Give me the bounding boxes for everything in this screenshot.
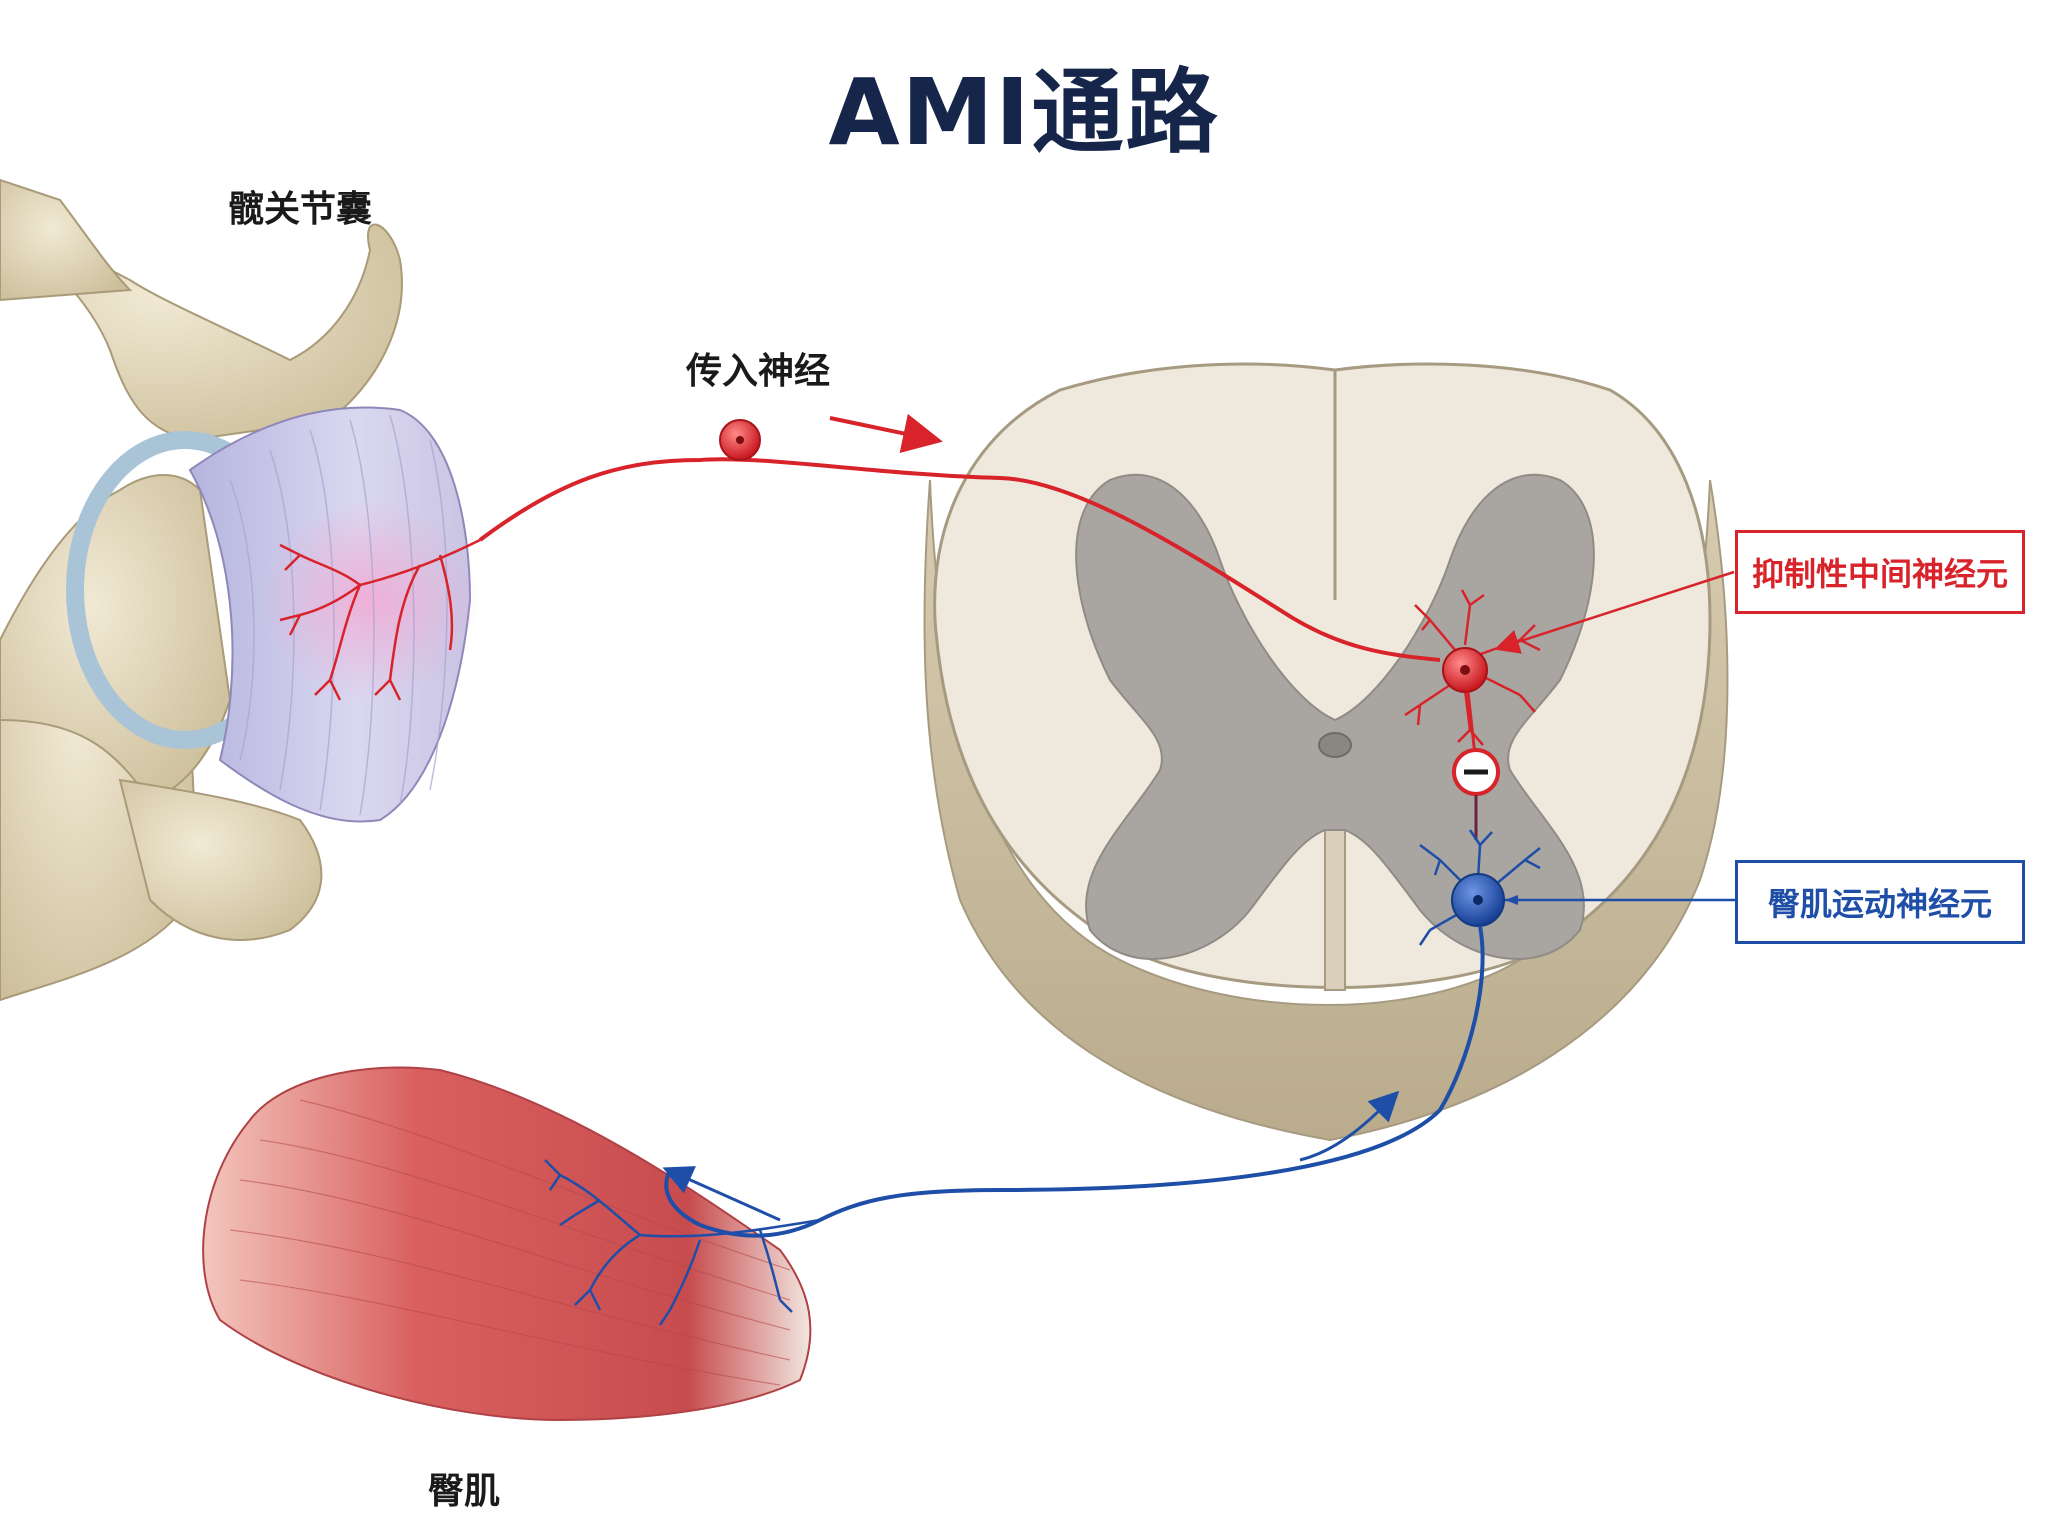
label-glute-motor-neuron: 臀肌运动神经元 bbox=[1735, 860, 2025, 944]
interneuron-axon bbox=[1466, 691, 1477, 756]
white-matter bbox=[933, 362, 1712, 989]
trochanter bbox=[118, 778, 323, 941]
central-canal bbox=[1318, 732, 1352, 758]
label-inhibitory-interneuron: 抑制性中间神经元 bbox=[1735, 530, 2025, 614]
efferent-direction-arrow-icon bbox=[662, 1166, 781, 1222]
capsule-fibers bbox=[229, 414, 448, 816]
anterior-median-fissure bbox=[1324, 819, 1346, 991]
label-afferent-nerve: 传入神经 bbox=[686, 351, 831, 392]
cord-depth bbox=[923, 479, 1729, 1142]
motor-nerve-fiber bbox=[664, 925, 1485, 1238]
interneuron-leader-line bbox=[1494, 570, 1735, 654]
motor-neuron-cell bbox=[1418, 829, 1541, 946]
inhibitory-interneuron-cell bbox=[1404, 589, 1541, 756]
afferent-nerve-fiber bbox=[478, 457, 1441, 662]
label-hip-capsule: 髋关节囊 bbox=[228, 189, 373, 230]
hip-joint-illustration bbox=[0, 178, 481, 1002]
afferent-pathway bbox=[478, 413, 1441, 662]
afferent-direction-arrow-icon bbox=[829, 413, 943, 454]
afferent-terminal-branches bbox=[279, 538, 481, 701]
muscle-fibers bbox=[229, 1099, 791, 1386]
pelvis-bone-left bbox=[0, 178, 133, 302]
diagram-title: AMI通路 bbox=[828, 59, 1220, 166]
gluteal-muscle bbox=[202, 1066, 812, 1422]
ganglion-nucleus bbox=[736, 436, 744, 444]
motor-neuron-leader-arrowhead bbox=[1505, 895, 1518, 905]
inhibition-minus-icon bbox=[1452, 748, 1500, 840]
label-gluteal-muscle: 臀肌 bbox=[428, 1471, 501, 1512]
motor-exit-arrow-icon bbox=[1299, 1090, 1400, 1162]
capsule-inflammation bbox=[260, 500, 480, 700]
gluteal-muscle-illustration bbox=[202, 1066, 812, 1422]
spinal-cord-cross-section bbox=[923, 362, 1729, 1142]
motor-terminal-branches bbox=[544, 1159, 821, 1326]
